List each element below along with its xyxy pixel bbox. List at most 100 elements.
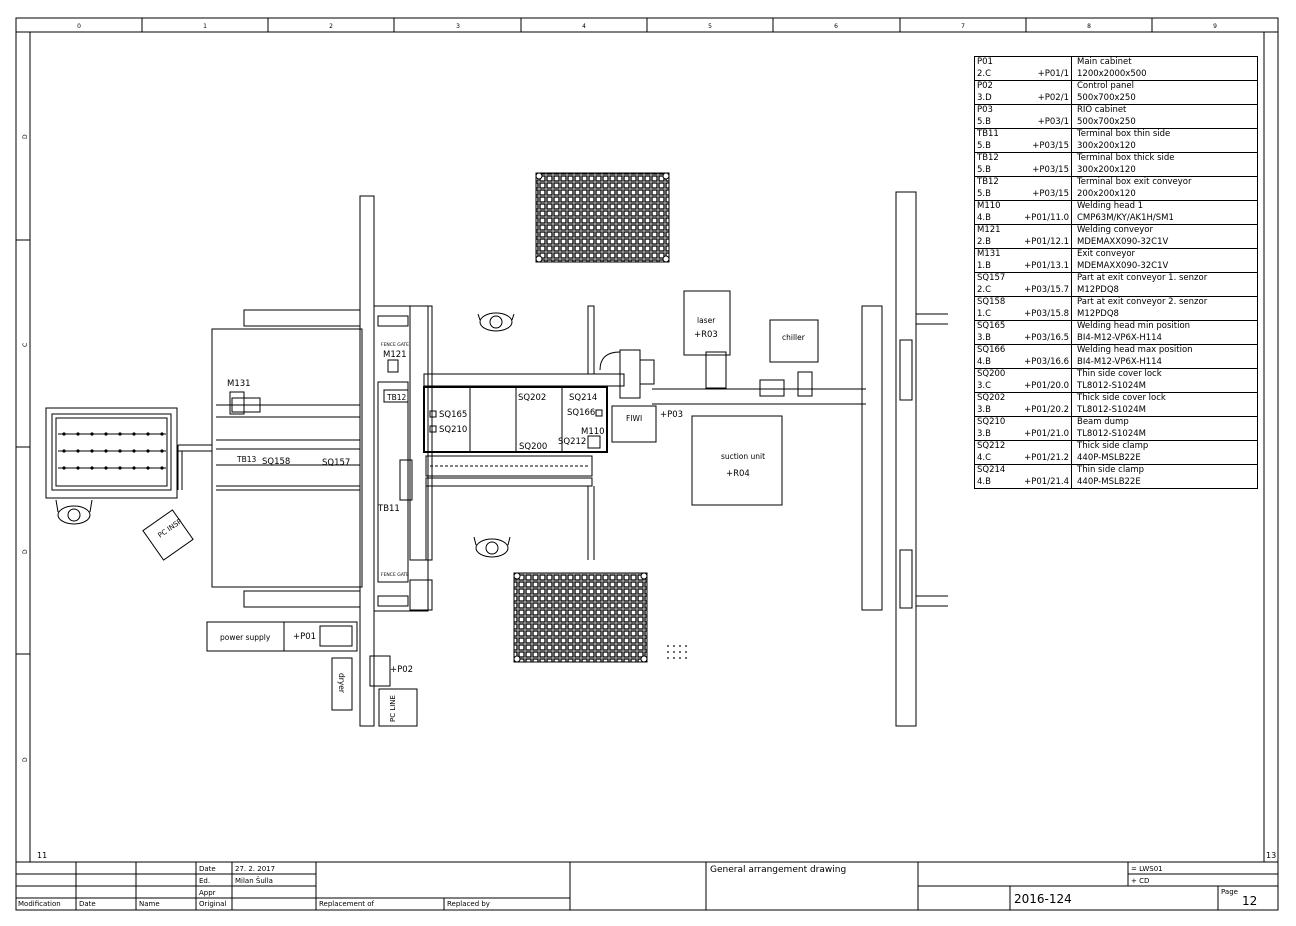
label-tb12: TB12 bbox=[386, 393, 406, 402]
col-label: 2 bbox=[329, 23, 333, 30]
legend-code: TB12 bbox=[977, 177, 999, 187]
label-m121: M121 bbox=[383, 350, 407, 360]
control-panel-box bbox=[369, 655, 391, 687]
legend-grid-pos: 2.B bbox=[977, 236, 991, 247]
tb-col-date-label: Date bbox=[79, 900, 96, 908]
transfer-line bbox=[599, 349, 866, 443]
operator-figure bbox=[473, 536, 511, 558]
legend-code: SQ158 bbox=[977, 297, 1006, 307]
col-label: 1 bbox=[203, 23, 207, 30]
pc-insp-box bbox=[142, 509, 194, 561]
legend-description: Terminal box thin side bbox=[1077, 129, 1171, 139]
label-power-supply: power supply bbox=[220, 633, 271, 642]
legend-location: +P03/15 bbox=[1019, 152, 1072, 177]
label-sq210: SQ210 bbox=[439, 425, 467, 435]
legend-grid-pos: 5.B bbox=[977, 140, 991, 151]
row-label: D bbox=[22, 134, 29, 139]
right-gantry bbox=[861, 191, 948, 727]
legend-location: +P03/16.6 bbox=[1019, 344, 1072, 369]
legend-code: SQ202 bbox=[977, 393, 1006, 403]
legend-grid-pos: 3.D bbox=[977, 92, 992, 103]
legend-code: SQ166 bbox=[977, 345, 1006, 355]
power-supply-box bbox=[206, 621, 358, 652]
tb-project-line1: = LWS01 bbox=[1131, 865, 1163, 873]
tb-replacement-label: Replacement of bbox=[319, 900, 374, 908]
dryer-box bbox=[331, 657, 353, 711]
label-pc-insp: PC INSP bbox=[157, 517, 184, 539]
legend-location: +P03/16.5 bbox=[1019, 320, 1072, 345]
column-labels: 0 1 2 3 4 5 6 7 8 9 bbox=[77, 23, 1217, 30]
tb-original-label: Original bbox=[199, 900, 227, 908]
legend-location: +P03/15 bbox=[1019, 128, 1072, 153]
legend-description: Welding head max position bbox=[1077, 345, 1193, 355]
legend-code: P01 bbox=[977, 57, 993, 67]
legend-spec: BI4-M12-VP6X-H114 bbox=[1077, 356, 1162, 367]
label-laser: laser bbox=[697, 316, 716, 325]
tb-page-number: 12 bbox=[1242, 894, 1258, 908]
legend-location: +P01/21.2 bbox=[1019, 440, 1072, 465]
pc-line-box bbox=[378, 688, 418, 727]
legend-spec: 440P-MSLB22E bbox=[1077, 452, 1141, 463]
legend-spec: 300x200x120 bbox=[1077, 140, 1136, 151]
column-grid bbox=[141, 18, 1153, 32]
legend-description: Welding conveyor bbox=[1077, 225, 1153, 235]
label-sq165: SQ165 bbox=[439, 410, 467, 420]
legend-grid-pos: 5.B bbox=[977, 164, 991, 175]
corner-label-right: 13 bbox=[1266, 851, 1276, 860]
legend-spec: 300x200x120 bbox=[1077, 164, 1136, 175]
legend-code: P02 bbox=[977, 81, 993, 91]
legend-description: Part at exit conveyor 2. senzor bbox=[1077, 297, 1208, 307]
tb-date-value: 27. 2. 2017 bbox=[235, 865, 276, 873]
legend-description: Terminal box thick side bbox=[1077, 153, 1175, 163]
legend-location: +P01/20.2 bbox=[1019, 392, 1072, 417]
label-m110: M110 bbox=[581, 427, 605, 437]
tb-page-label: Page bbox=[1221, 888, 1238, 896]
legend-spec: BI4-M12-VP6X-H114 bbox=[1077, 332, 1162, 343]
legend-grid-pos: 2.C bbox=[977, 284, 992, 295]
legend-location: +P03/15.8 bbox=[1019, 296, 1072, 321]
legend-description: Terminal box exit conveyor bbox=[1077, 177, 1192, 187]
legend-location: +P01/1 bbox=[1019, 56, 1072, 81]
legend-code: SQ165 bbox=[977, 321, 1006, 331]
label-suction-unit: suction unit bbox=[721, 452, 765, 461]
legend-code: M110 bbox=[977, 201, 1001, 211]
tb-doc-number: 2016-124 bbox=[1014, 892, 1072, 906]
legend-description: Welding head 1 bbox=[1077, 201, 1144, 211]
tb-drawing-title: General arrangement drawing bbox=[710, 865, 847, 875]
legend-location: +P01/13.1 bbox=[1019, 248, 1072, 273]
legend-grid-pos: 3.B bbox=[977, 428, 991, 439]
corner-label-left: 11 bbox=[37, 851, 47, 860]
welding-column bbox=[359, 195, 433, 727]
label-r03: +R03 bbox=[694, 330, 718, 340]
legend-spec: 440P-MSLB22E bbox=[1077, 476, 1141, 487]
legend-grid-pos: 4.B bbox=[977, 356, 991, 367]
legend-code: M131 bbox=[977, 249, 1001, 259]
legend-description: Exit conveyor bbox=[1077, 249, 1136, 259]
row-label: D bbox=[22, 549, 29, 554]
col-label: 3 bbox=[456, 23, 460, 30]
component-labels: laser +R03 chiller suction unit +R04 FIW… bbox=[157, 316, 806, 722]
